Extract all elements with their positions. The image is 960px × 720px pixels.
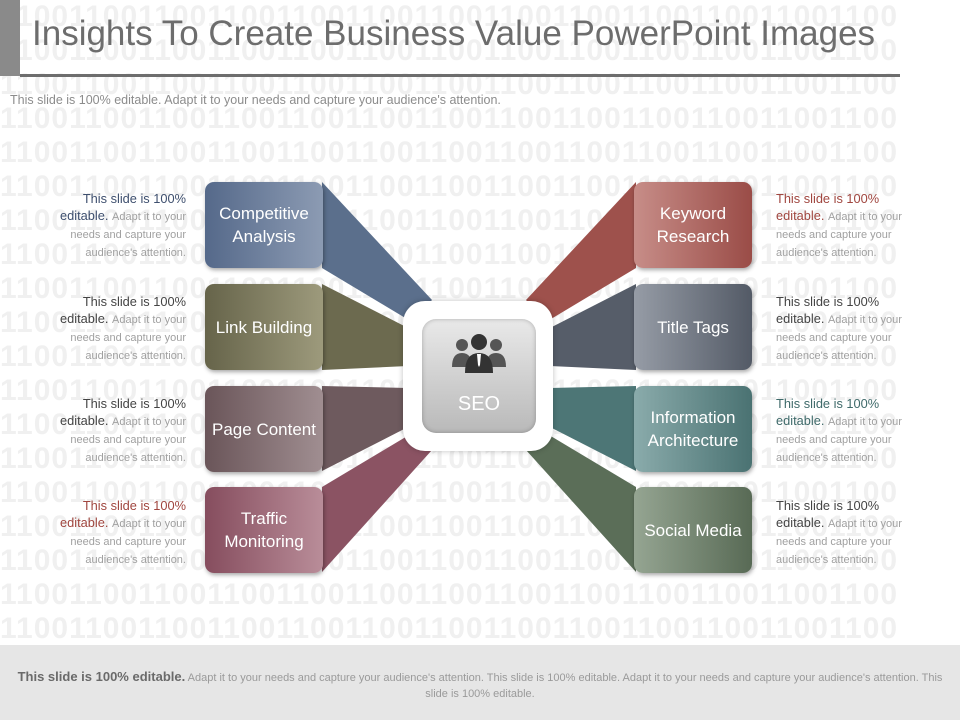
box-label: Competitive Analysis <box>219 204 309 246</box>
description-body: Adapt it to your needs and capture your … <box>776 314 902 362</box>
description-lead: This slide is 100% editable. <box>60 294 186 326</box>
connector-competitive-analysis <box>322 182 432 322</box>
description-lead: This slide is 100% editable. <box>60 191 186 223</box>
description-competitive-analysis: This slide is 100% editable. Adapt it to… <box>46 190 186 261</box>
box-label: Keyword Research <box>656 204 730 246</box>
footer: This slide is 100% editable. Adapt it to… <box>0 645 960 720</box>
connector-keyword-research <box>526 182 636 322</box>
connector-link-building <box>322 284 412 370</box>
box-label: Information Architecture <box>647 408 739 450</box>
description-lead: This slide is 100% editable. <box>776 294 880 326</box>
seo-hub[interactable]: SEO <box>403 301 553 451</box>
description-body: Adapt it to your needs and capture your … <box>70 314 186 362</box>
description-body: Adapt it to your needs and capture your … <box>70 416 186 464</box>
box-link-building[interactable]: Link Building <box>205 284 323 370</box>
box-social-media[interactable]: Social Media <box>634 487 752 573</box>
page-title: Insights To Create Business Value PowerP… <box>32 14 876 53</box>
footer-body: Adapt it to your needs and capture your … <box>187 672 943 700</box>
box-label: Title Tags <box>657 317 729 337</box>
description-lead: This slide is 100% editable. <box>60 498 186 530</box>
seo-hub-tile: SEO <box>422 319 536 433</box>
footer-lead: This slide is 100% editable. <box>17 669 186 684</box>
page-subtitle: This slide is 100% editable. Adapt it to… <box>10 93 501 107</box>
title-underline <box>20 74 900 77</box>
description-body: Adapt it to your needs and capture your … <box>776 211 902 259</box>
description-body: Adapt it to your needs and capture your … <box>776 416 902 464</box>
connector-traffic-monitoring <box>322 432 432 572</box>
connector-page-content <box>322 386 410 471</box>
box-label: Social Media <box>644 520 742 540</box>
description-social-media: This slide is 100% editable. Adapt it to… <box>776 497 916 568</box>
connector-information-architecture <box>548 386 636 471</box>
box-page-content[interactable]: Page Content <box>205 386 323 472</box>
description-lead: This slide is 100% editable. <box>776 498 880 530</box>
description-body: Adapt it to your needs and capture your … <box>70 211 186 259</box>
people-group-icon <box>452 334 506 373</box>
box-traffic-monitoring[interactable]: Traffic Monitoring <box>205 487 323 573</box>
description-title-tags: This slide is 100% editable. Adapt it to… <box>776 293 916 364</box>
box-label: Link Building <box>215 317 313 337</box>
description-lead: This slide is 100% editable. <box>60 396 186 428</box>
description-page-content: This slide is 100% editable. Adapt it to… <box>46 395 186 466</box>
description-information-architecture: This slide is 100% editable. Adapt it to… <box>776 395 916 466</box>
box-title-tags[interactable]: Title Tags <box>634 284 752 370</box>
footer-text: This slide is 100% editable. Adapt it to… <box>8 669 952 702</box>
connector-title-tags <box>546 284 636 370</box>
description-lead: This slide is 100% editable. <box>776 396 880 428</box>
box-label: Traffic Monitoring <box>224 509 304 551</box>
description-body: Adapt it to your needs and capture your … <box>776 518 902 566</box>
box-keyword-research[interactable]: Keyword Research <box>634 182 752 268</box>
description-body: Adapt it to your needs and capture your … <box>70 518 186 566</box>
description-link-building: This slide is 100% editable. Adapt it to… <box>46 293 186 364</box>
box-competitive-analysis[interactable]: Competitive Analysis <box>205 182 323 268</box>
title-accent-bar <box>0 0 20 76</box>
connector-social-media <box>526 432 636 572</box>
seo-label: SEO <box>457 393 501 415</box>
description-lead: This slide is 100% editable. <box>776 191 880 223</box>
box-label: Page Content <box>212 419 316 439</box>
box-information-architecture[interactable]: Information Architecture <box>634 386 752 472</box>
description-keyword-research: This slide is 100% editable. Adapt it to… <box>776 190 916 261</box>
description-traffic-monitoring: This slide is 100% editable. Adapt it to… <box>46 497 186 568</box>
